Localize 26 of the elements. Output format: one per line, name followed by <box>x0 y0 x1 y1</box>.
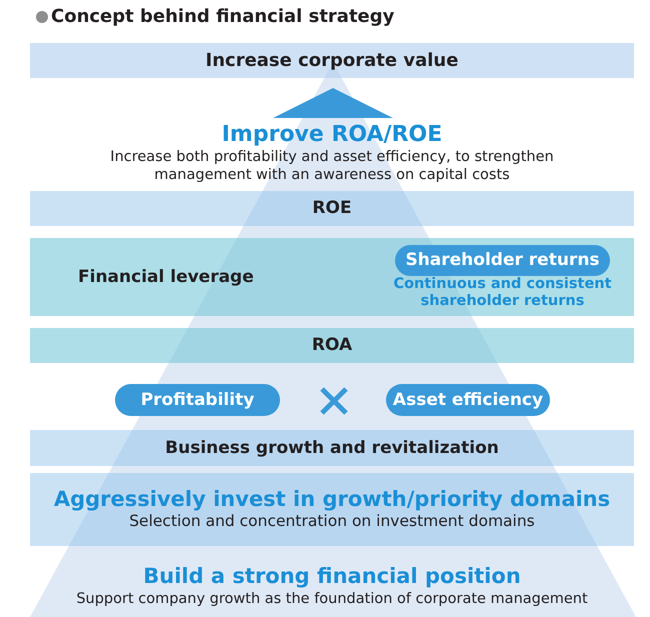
body-text: Increase both profitability and asset efficiency, to strengthen management with an awareness on capital costs <box>109 148 555 184</box>
band <box>30 328 634 363</box>
pill-label <box>115 384 280 416</box>
pill-label <box>386 384 550 416</box>
heading-text: ROA <box>312 335 352 356</box>
heading-text: Improve ROA/ROE <box>222 122 442 148</box>
heading-text: Aggressively invest in growth/priority domains <box>54 487 610 512</box>
heading-text: Shareholder returns <box>405 250 600 271</box>
note-text: Continuous and consistent shareholder returns <box>392 276 613 310</box>
body-text: Support company growth as the foundation of corporate management <box>76 590 588 608</box>
heading-text: Financial leverage <box>78 266 254 288</box>
body-text: Selection and concentration on investment domains <box>129 512 535 532</box>
band <box>30 191 634 226</box>
heading-text: ROE <box>312 198 352 219</box>
heading-text: Business growth and revitalization <box>165 438 499 458</box>
heading-text: Profitability <box>140 390 254 410</box>
band <box>30 430 634 466</box>
arrow-head <box>273 88 393 118</box>
band <box>30 43 634 78</box>
band <box>30 473 634 546</box>
band <box>30 238 634 316</box>
pill-label <box>395 245 610 276</box>
heading-text: Increase corporate value <box>206 50 458 72</box>
heading-text: Asset efficiency <box>392 390 544 410</box>
heading-text: Build a strong financial position <box>143 564 521 590</box>
title: Concept behind financial strategy <box>51 6 394 27</box>
